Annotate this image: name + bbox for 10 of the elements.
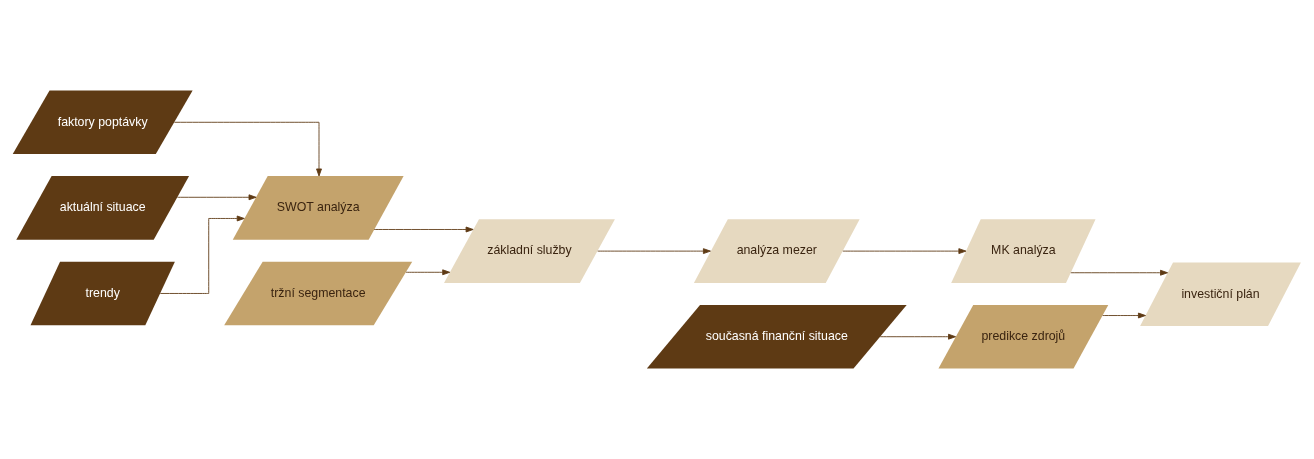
arrow	[842, 248, 967, 255]
arrow	[1102, 312, 1146, 319]
arrow	[405, 269, 451, 276]
arrow	[597, 248, 711, 255]
arrow	[177, 194, 257, 201]
arrow	[1070, 269, 1168, 276]
arrow	[373, 226, 474, 233]
arrow	[173, 121, 322, 177]
arrow	[159, 215, 245, 294]
arrow	[879, 333, 956, 340]
